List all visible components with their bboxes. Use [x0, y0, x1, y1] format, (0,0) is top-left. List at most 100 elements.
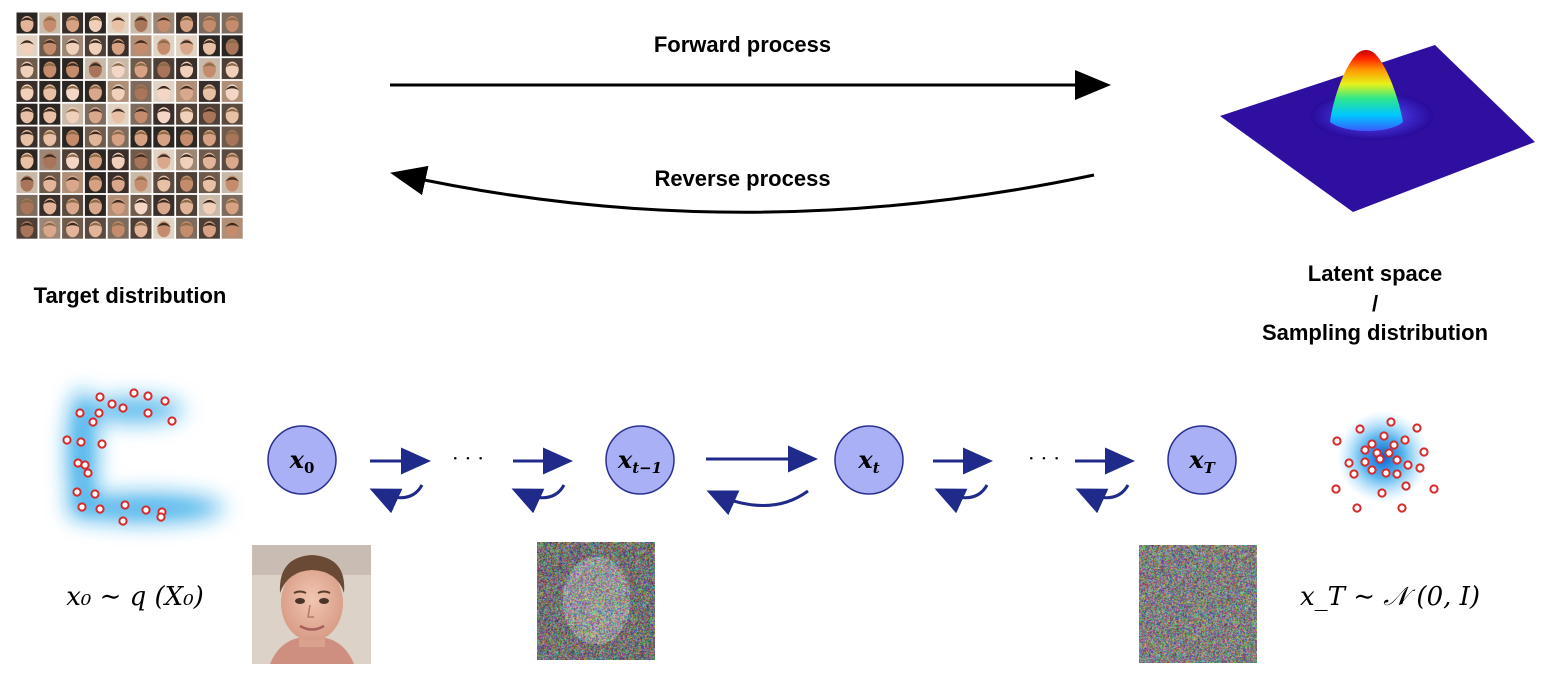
- face-thumbnail: [176, 80, 198, 102]
- face-thumbnail: [130, 12, 152, 34]
- face-thumbnail: [130, 126, 152, 148]
- face-thumbnail: [107, 126, 129, 148]
- svg-text:x0: x0: [289, 445, 315, 477]
- sample-dot: [1429, 484, 1439, 494]
- face-thumbnail: [39, 149, 61, 171]
- face-thumbnail: [221, 217, 243, 239]
- ellipsis-right: · · ·: [1028, 446, 1060, 470]
- sample-dot: [1392, 455, 1402, 465]
- face-thumbnail: [16, 194, 38, 216]
- face-thumbnail: [153, 172, 175, 194]
- face-thumbnail: [16, 12, 38, 34]
- face-thumbnail: [221, 80, 243, 102]
- face-thumbnail: [39, 103, 61, 125]
- face-thumbnail: [153, 58, 175, 80]
- reverse-arrow-5: [1075, 484, 1130, 514]
- sample-dot: [1367, 439, 1377, 449]
- sampling-formula: x_T ∼ 𝒩 (0, I): [1299, 582, 1481, 612]
- partially-noised-image: [537, 542, 655, 660]
- face-thumbnail: [198, 217, 220, 239]
- face-thumbnail: [39, 58, 61, 80]
- sample-dot: [1379, 431, 1389, 441]
- latent-label-line2: /: [1371, 290, 1379, 316]
- sample-dot: [1377, 488, 1387, 498]
- face-thumbnail: [153, 126, 175, 148]
- latent-label-line3: Sampling distribution: [1261, 320, 1489, 345]
- face-thumbnail: [16, 103, 38, 125]
- pure-noise-image: [1139, 545, 1257, 663]
- sample-dot: [1389, 440, 1399, 450]
- reverse-arrow-2: [511, 484, 566, 514]
- face-thumbnail: [130, 80, 152, 102]
- face-thumbnail: [62, 103, 84, 125]
- face-thumbnail: [107, 217, 129, 239]
- face-thumbnail: [16, 58, 38, 80]
- sample-dot: [95, 392, 105, 402]
- face-thumbnail: [62, 194, 84, 216]
- sample-dot: [143, 408, 153, 418]
- face-thumbnail: [198, 58, 220, 80]
- face-thumbnail: [39, 35, 61, 57]
- face-thumbnail: [62, 58, 84, 80]
- face-thumbnail: [221, 149, 243, 171]
- face-thumbnail: [130, 172, 152, 194]
- sample-dot: [1415, 463, 1425, 473]
- node-xt-minus-1: xt−1: [605, 425, 675, 495]
- face-thumbnail: [62, 217, 84, 239]
- face-thumbnail: [221, 126, 243, 148]
- face-thumbnail: [84, 12, 106, 34]
- reverse-arrow-3: [706, 489, 809, 516]
- sample-dot: [1367, 465, 1377, 475]
- face-thumbnail: [39, 172, 61, 194]
- face-thumbnail: [107, 103, 129, 125]
- face-sample-image: [252, 545, 371, 664]
- face-thumbnail: [198, 149, 220, 171]
- sample-dot: [120, 500, 130, 510]
- face-thumbnail: [130, 35, 152, 57]
- sample-dot: [1344, 458, 1354, 468]
- sample-dot: [1381, 468, 1391, 478]
- face-thumbnail: [198, 126, 220, 148]
- sample-dot: [1331, 484, 1341, 494]
- face-thumbnail: [153, 80, 175, 102]
- face-thumbnail: [107, 35, 129, 57]
- face-thumbnail: [84, 103, 106, 125]
- sample-dot: [156, 512, 166, 522]
- forward-process-label: Forward process: [653, 32, 832, 57]
- face-thumbnail: [221, 35, 243, 57]
- sample-dot: [72, 487, 82, 497]
- sample-dot: [1360, 457, 1370, 467]
- sample-dot: [1349, 469, 1359, 479]
- face-thumbnail: [176, 217, 198, 239]
- sample-dot: [62, 435, 72, 445]
- sample-dot: [1401, 481, 1411, 491]
- sample-dot: [90, 489, 100, 499]
- sample-dot: [1392, 469, 1402, 479]
- face-thumbnail: [221, 58, 243, 80]
- face-thumbnail: [221, 194, 243, 216]
- sample-dot: [1384, 448, 1394, 458]
- sample-dot: [97, 439, 107, 449]
- face-thumbnail: [130, 103, 152, 125]
- face-thumbnail: [16, 35, 38, 57]
- face-thumbnail: [176, 103, 198, 125]
- target-distribution-label: Target distribution: [33, 283, 227, 308]
- face-thumbnail: [84, 126, 106, 148]
- sample-dot: [107, 399, 117, 409]
- face-thumbnail: [84, 58, 106, 80]
- face-thumbnail: [62, 12, 84, 34]
- face-thumbnail: [62, 80, 84, 102]
- sample-dot: [95, 504, 105, 514]
- reverse-arrow-4: [934, 484, 989, 514]
- face-thumbnail: [153, 217, 175, 239]
- face-thumbnail: [130, 149, 152, 171]
- face-thumbnail: [16, 172, 38, 194]
- sample-dot: [1386, 417, 1396, 427]
- sample-dot: [1360, 445, 1370, 455]
- face-thumbnail: [62, 126, 84, 148]
- face-thumbnail: [130, 194, 152, 216]
- markov-chain-diagram: x0 xt−1 xt xT · · · · · ·: [267, 425, 1237, 516]
- face-thumbnail: [153, 35, 175, 57]
- sample-dot: [73, 458, 83, 468]
- face-thumbnail: [39, 80, 61, 102]
